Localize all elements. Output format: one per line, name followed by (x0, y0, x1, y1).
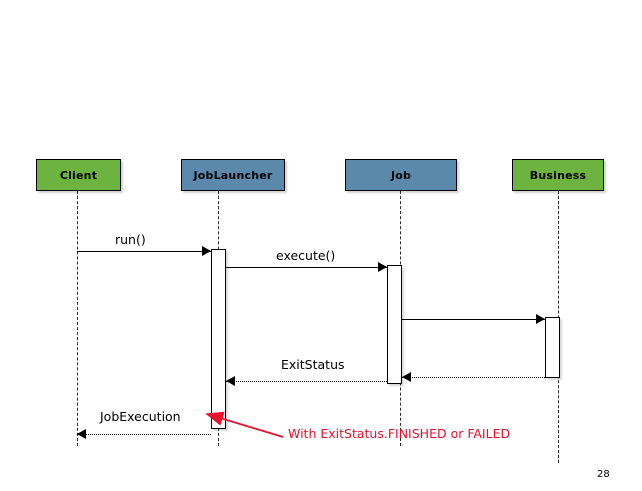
participant-box-joblauncher[interactable]: JobLauncher (181, 159, 285, 191)
activation-bar-joblauncher (211, 249, 226, 429)
activation-bar-job (387, 265, 402, 384)
participant-label-client: Client (59, 168, 98, 182)
message-arrowhead-run (202, 246, 211, 256)
message-line-execute (226, 267, 387, 268)
message-label-exitstatus: ExitStatus (281, 357, 345, 372)
message-line-exitstatus (226, 381, 387, 382)
participant-box-job[interactable]: Job (345, 159, 457, 191)
message-arrowhead-business-call (536, 314, 545, 324)
message-arrowhead-business-return (402, 372, 411, 382)
page-number: 28 (597, 469, 610, 480)
message-line-business-return (402, 377, 545, 378)
message-arrowhead-execute (378, 262, 387, 272)
participant-box-client[interactable]: Client (36, 159, 121, 191)
message-line-jobexecution (77, 434, 211, 435)
participant-label-job: Job (390, 168, 412, 182)
participant-label-joblauncher: JobLauncher (193, 168, 273, 182)
annotation-text-exitstatus: With ExitStatus.FINISHED or FAILED (288, 426, 511, 441)
participant-box-business[interactable]: Business (512, 159, 604, 191)
message-line-run (77, 251, 211, 252)
message-label-jobexecution: JobExecution (100, 409, 181, 424)
message-label-run: run() (115, 232, 146, 247)
lifeline-client (77, 191, 78, 446)
activation-bar-business (545, 317, 560, 378)
message-label-execute: execute() (276, 248, 336, 263)
message-line-business-call (402, 319, 545, 320)
message-arrowhead-exitstatus (226, 376, 235, 386)
message-arrowhead-jobexecution (77, 429, 86, 439)
participant-label-business: Business (529, 168, 587, 182)
